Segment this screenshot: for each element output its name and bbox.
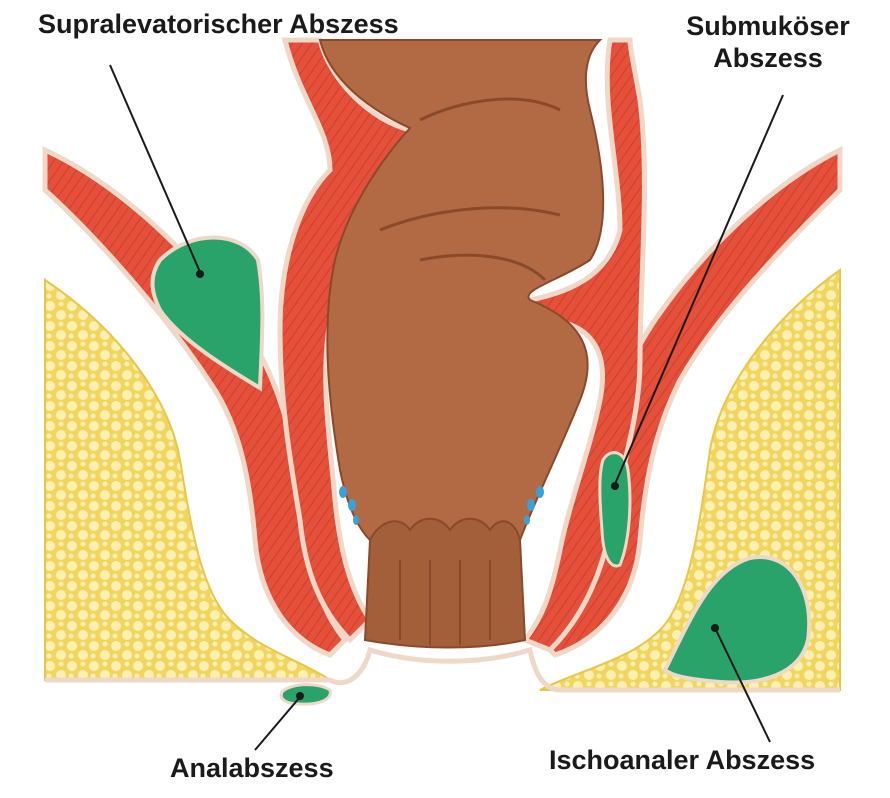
- supralevator-abscess: [150, 235, 265, 392]
- rectal-lumen: [318, 39, 605, 541]
- lumen-fold-upper: [419, 97, 561, 122]
- anal-glands-left: [339, 486, 359, 525]
- leader-submucous: [614, 94, 784, 485]
- leader-dot-anal: [296, 692, 304, 700]
- label-ischioanal-abscess: Ischoanaler Abszess: [549, 745, 816, 775]
- label-submucous-abscess: Submuköser Abszess: [668, 10, 868, 74]
- lumen-fold-middle: [379, 206, 561, 232]
- perianal-skin: [45, 646, 840, 693]
- leader-dot-supralevator: [196, 270, 204, 278]
- submucous-abscess: [598, 451, 632, 568]
- label-submucous-line1: Submuköser: [686, 11, 850, 41]
- anal-canal: [363, 517, 527, 649]
- leader-dot-ischioanal: [711, 624, 719, 632]
- anal-glands-right: [524, 486, 544, 525]
- ischioanal-abscess: [662, 554, 812, 685]
- anal-abscess: [279, 683, 332, 706]
- label-submucous-line2: Abszess: [713, 43, 823, 73]
- label-anal-abscess: Analabszess: [170, 753, 334, 783]
- leader-dot-submucous: [611, 482, 619, 490]
- lumen-fold-lower: [419, 253, 547, 282]
- leader-supralevator: [109, 64, 201, 273]
- leader-anal: [254, 696, 301, 751]
- fat-tissue-left: [44, 278, 334, 681]
- leader-ischioanal: [715, 629, 771, 743]
- label-supralevator-abscess: Supralevatorischer Abszess: [38, 9, 399, 39]
